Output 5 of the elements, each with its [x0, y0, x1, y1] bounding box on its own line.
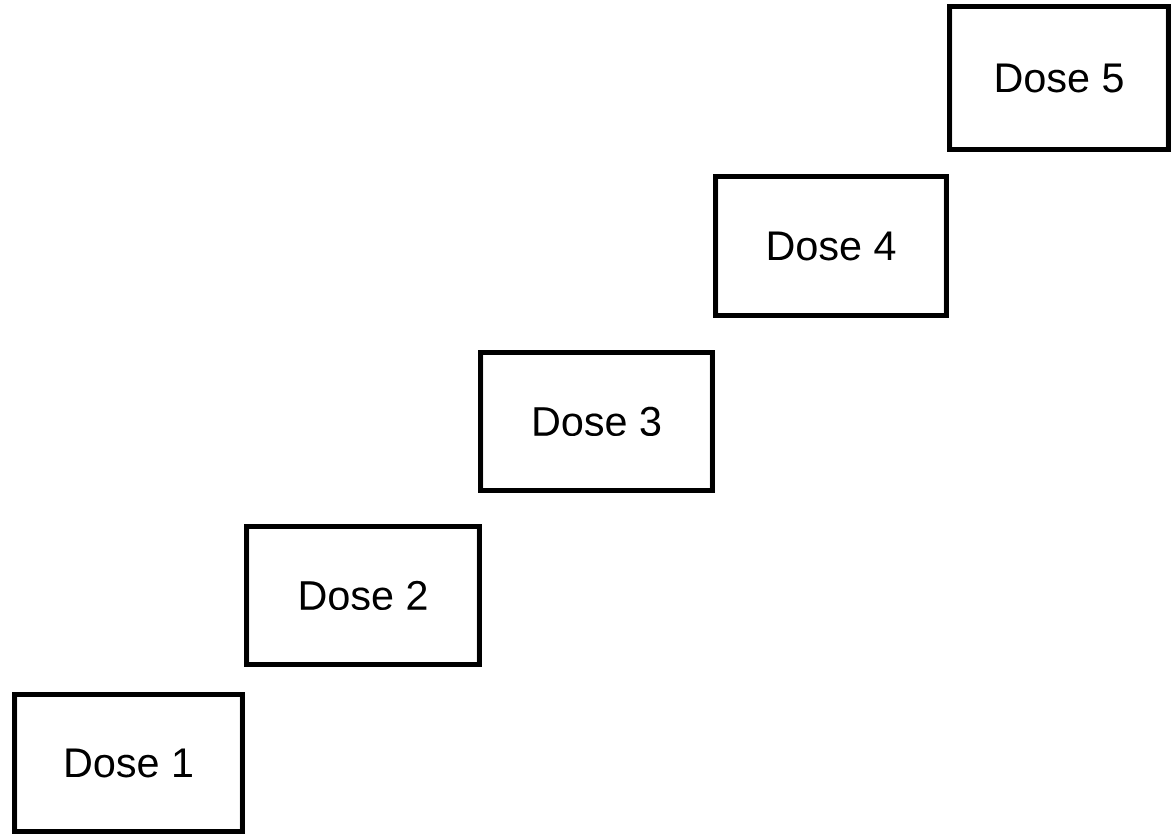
dose-box: Dose 3	[478, 350, 715, 493]
dose-box: Dose 4	[713, 174, 949, 318]
dose-box: Dose 5	[947, 4, 1171, 152]
dose-box: Dose 1	[12, 692, 245, 834]
dose-box: Dose 2	[244, 524, 482, 667]
